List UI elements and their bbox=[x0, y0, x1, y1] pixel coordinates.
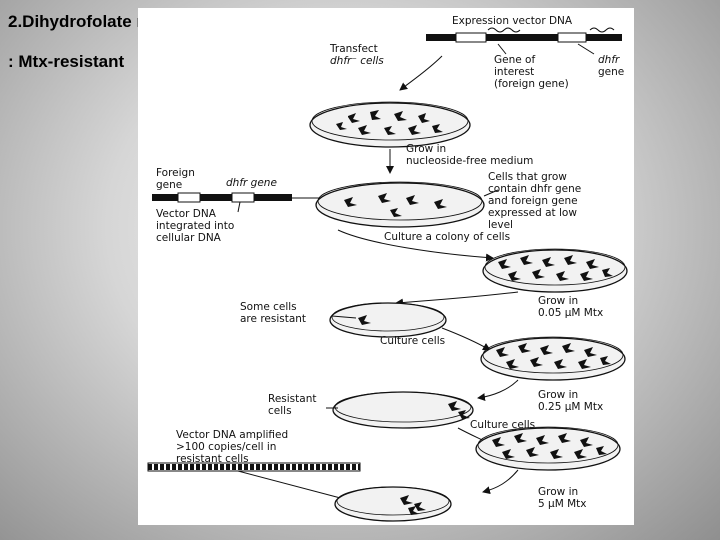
line-bar-to-dish8 bbox=[237, 470, 349, 501]
slide-title-line-2: : Mtx-resistant bbox=[8, 52, 125, 71]
label-culture-cells-1: Culture cells bbox=[380, 335, 445, 347]
petri-dish-4 bbox=[329, 302, 447, 338]
label-gene-of-interest-2: interest bbox=[494, 66, 534, 78]
cells-dish-6 bbox=[448, 401, 470, 419]
label-dhfr-gene-left: dhfr gene bbox=[226, 177, 277, 189]
label-vector-amplified-1: Vector DNA amplified bbox=[176, 429, 288, 441]
label-vector-amplified-2: >100 copies/cell in bbox=[176, 441, 276, 453]
label-vector-amplified-3: resistant cells bbox=[176, 453, 249, 465]
line-some-resistant bbox=[331, 315, 357, 319]
petri-dish-6 bbox=[332, 391, 474, 429]
label-dhfr-minus-cells: dhfr⁻ cells bbox=[330, 55, 384, 67]
amplified-vector-bar bbox=[147, 462, 361, 472]
label-vector-integrated-1: Vector DNA bbox=[156, 208, 217, 220]
label-vector-integrated-2: integrated into bbox=[156, 220, 234, 232]
arrow-culture-colony bbox=[337, 229, 494, 262]
label-culture-colony: Culture a colony of cells bbox=[384, 231, 510, 243]
dhfr-amplification-diagram: Expression vector DNA Transfect dhfr⁻ ce… bbox=[138, 8, 634, 525]
expression-vector-bar bbox=[426, 27, 622, 55]
arrow-transfect bbox=[399, 55, 443, 91]
label-cells-grow-1: Cells that grow bbox=[488, 171, 567, 183]
label-grow-5-1: Grow in bbox=[538, 486, 578, 498]
label-grow-025-1: Grow in bbox=[538, 389, 578, 401]
label-vector-integrated-3: cellular DNA bbox=[156, 232, 222, 244]
label-cells-grow-3: and foreign gene bbox=[488, 195, 578, 207]
petri-dish-7 bbox=[475, 426, 621, 471]
label-cells-grow-4: expressed at low bbox=[488, 207, 577, 219]
label-resistant-cells-2: cells bbox=[268, 405, 292, 417]
label-dhfr-top-2: gene bbox=[598, 66, 624, 78]
label-some-resistant-1: Some cells bbox=[240, 301, 297, 313]
petri-dish-2 bbox=[315, 181, 485, 228]
arrow-dish3-to-dish4 bbox=[395, 291, 519, 307]
label-grow-005-1: Grow in bbox=[538, 295, 578, 307]
label-transfect: Transfect bbox=[329, 43, 378, 55]
label-expression-vector: Expression vector DNA bbox=[452, 15, 573, 27]
arrow-culture-cells-1 bbox=[441, 327, 491, 351]
cells-dish-4 bbox=[358, 315, 371, 325]
cells-dish-5 bbox=[496, 343, 611, 369]
cells-dish-8 bbox=[400, 495, 426, 515]
label-cells-grow-5: level bbox=[488, 219, 513, 231]
petri-dish-1 bbox=[309, 101, 471, 148]
petri-dish-8 bbox=[334, 486, 452, 522]
label-gene-of-interest-3: (foreign gene) bbox=[494, 78, 569, 90]
arrow-dish5-to-dish6 bbox=[477, 379, 519, 402]
label-gene-of-interest-1: Gene of bbox=[494, 54, 535, 66]
label-grow-nucleoside-1: Grow in bbox=[406, 143, 446, 155]
arrow-dish7-to-dish8 bbox=[482, 469, 519, 495]
label-foreign-gene-2: gene bbox=[156, 179, 182, 191]
cells-dish-3 bbox=[498, 255, 613, 281]
label-culture-cells-2: Culture cells bbox=[470, 419, 535, 431]
label-grow-nucleoside-2: nucleoside-free medium bbox=[406, 155, 533, 167]
label-cells-grow-2: contain dhfr gene bbox=[488, 183, 581, 195]
cells-dish-7 bbox=[492, 433, 607, 459]
label-resistant-cells-1: Resistant bbox=[268, 393, 316, 405]
line-dish2-to-text bbox=[483, 189, 499, 197]
integrated-vector-bar bbox=[152, 192, 292, 213]
label-dhfr-top-1: dhfr bbox=[598, 54, 620, 66]
cells-dish-2 bbox=[344, 193, 447, 217]
label-some-resistant-2: are resistant bbox=[240, 313, 306, 325]
label-grow-5-2: 5 μM Mtx bbox=[538, 498, 587, 510]
label-foreign-gene-1: Foreign bbox=[156, 167, 195, 179]
label-grow-025-2: 0.25 μM Mtx bbox=[538, 401, 603, 413]
label-grow-005-2: 0.05 μM Mtx bbox=[538, 307, 603, 319]
cells-dish-1 bbox=[336, 110, 443, 135]
